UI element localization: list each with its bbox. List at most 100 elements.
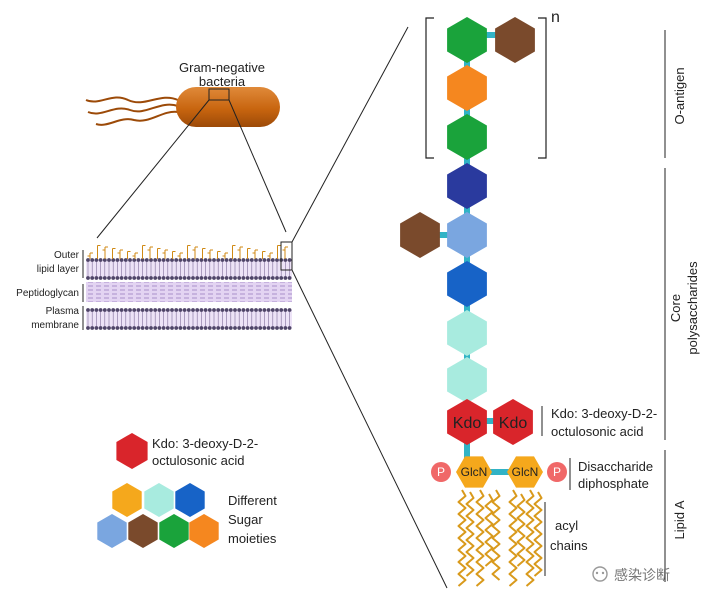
plasma-lipid-head [241,326,246,330]
acyl-chain [457,489,467,587]
sugar-hex-green [447,17,487,63]
plasma-lipid-head [86,326,90,330]
acyl-chain [525,489,535,587]
acyl-chain [533,491,543,577]
label-plasma-line1: Plasma [46,306,80,317]
phosphate-circle [547,462,567,482]
plasma-lipid-head [199,326,204,330]
plasma-lipid-head [140,308,145,312]
plasma-lipid-head [191,326,195,330]
legend-kdo-line1: Kdo: 3-deoxy-D-2- [152,436,258,451]
plasma-lipid-head [216,326,221,330]
outer-lipid-head [149,276,153,280]
sugar-hex-brown [400,212,440,258]
plasma-lipid-head [266,308,271,312]
plasma-lipid-head [102,326,107,330]
outer-lipid-head [86,258,90,262]
repeat-bracket-right [538,17,547,159]
plasma-lipid-head [237,308,242,312]
outer-lipid-head [191,276,195,280]
outer-lipid-head [132,276,137,280]
outer-lipid-head [279,276,284,280]
plasma-lipid-head [287,308,292,312]
flagellum [85,96,179,104]
plasma-lipid-head [191,308,195,312]
outer-lipid-head [182,258,187,262]
legend-hex-blue [175,483,205,517]
outer-lipid-head [224,276,229,280]
legend-hex-yellow [112,483,142,517]
plasma-lipid-head [186,326,191,330]
bacterium [85,87,280,127]
sugar-hex-light-blue [447,212,487,258]
plasma-lipid-head [195,308,200,312]
glcn-link [474,469,524,475]
outer-lipid-head [266,258,271,262]
kdo-hex [493,399,533,445]
outer-lipid-head [241,258,246,262]
wechat-icon [592,566,608,582]
plasma-lipid-head [195,326,200,330]
outer-lipid-head [270,276,275,280]
plasma-lipid-head [216,308,221,312]
plasma-lipid-head [161,326,166,330]
legend-hex-light-blue [97,514,127,548]
outer-lipid-head [287,276,292,280]
outer-lipid-head [220,276,225,280]
repeat-bracket-left [425,17,434,159]
sugar-hex-green [447,114,487,160]
legend-hex-green [159,514,189,548]
outer-lipid-head [115,276,120,280]
plasma-lipid-head [258,308,263,312]
plasma-lipid-head [170,326,174,330]
outer-lipid-head [220,258,225,262]
plasma-lipid-head [115,326,120,330]
kdo-label-left: Kdo [453,415,482,432]
region-core-line1: Core [668,294,683,322]
sugar-hex-mint [447,310,487,356]
lipid-link [464,436,470,458]
plasma-lipid-head [254,308,258,312]
outer-lipid-head [199,276,204,280]
outer-lipid-head [203,258,208,262]
outer-lipid-head [245,258,250,262]
label-peptidoglycan: Peptidoglycan [16,288,79,299]
disaccharide-desc-line1: Disaccharide [578,459,653,474]
outer-lipid-head [170,258,174,262]
outer-lipid-head [174,276,179,280]
outer-lipid-head [140,276,145,280]
bacterium-body [176,87,280,127]
plasma-lipid-head [165,326,170,330]
outer-lipid-head [262,258,267,262]
label-outer-line1: Outer [54,250,80,261]
outer-lipid-head [86,276,90,280]
legend-kdo-line2: octulosonic acid [152,453,245,468]
plasma-lipid-head [128,326,132,330]
outer-lipid-head [178,258,183,262]
plasma-lipid-head [283,308,288,312]
membrane-zoom-box [280,241,293,271]
sugar-hex-navy [447,163,487,209]
plasma-lipid-head [128,308,132,312]
sugar-hex-orange [447,65,487,111]
watermark: 感染诊断 [592,566,670,583]
plasma-lipid-head [287,326,292,330]
outer-lipid-head [111,258,116,262]
outer-lipid-head [98,276,103,280]
acyl-chain [465,491,475,577]
acyl-desc-line2: chains [550,538,588,553]
outer-lipid-head [157,276,162,280]
outer-lipid-head [90,276,95,280]
plasma-lipid-head [241,308,246,312]
glcn-hex [456,456,492,488]
outer-lipid-head [161,276,166,280]
plasma-lipid-head [102,308,107,312]
outer-lipid-head [161,258,166,262]
plasma-lipid-head [170,308,174,312]
outer-lipid-head [224,258,229,262]
plasma-lipid-head [224,326,229,330]
plasma-lipid-head [220,326,225,330]
label-plasma-line2: membrane [31,320,79,331]
plasma-lipid-head [111,326,116,330]
plasma-lipid-head [149,308,153,312]
